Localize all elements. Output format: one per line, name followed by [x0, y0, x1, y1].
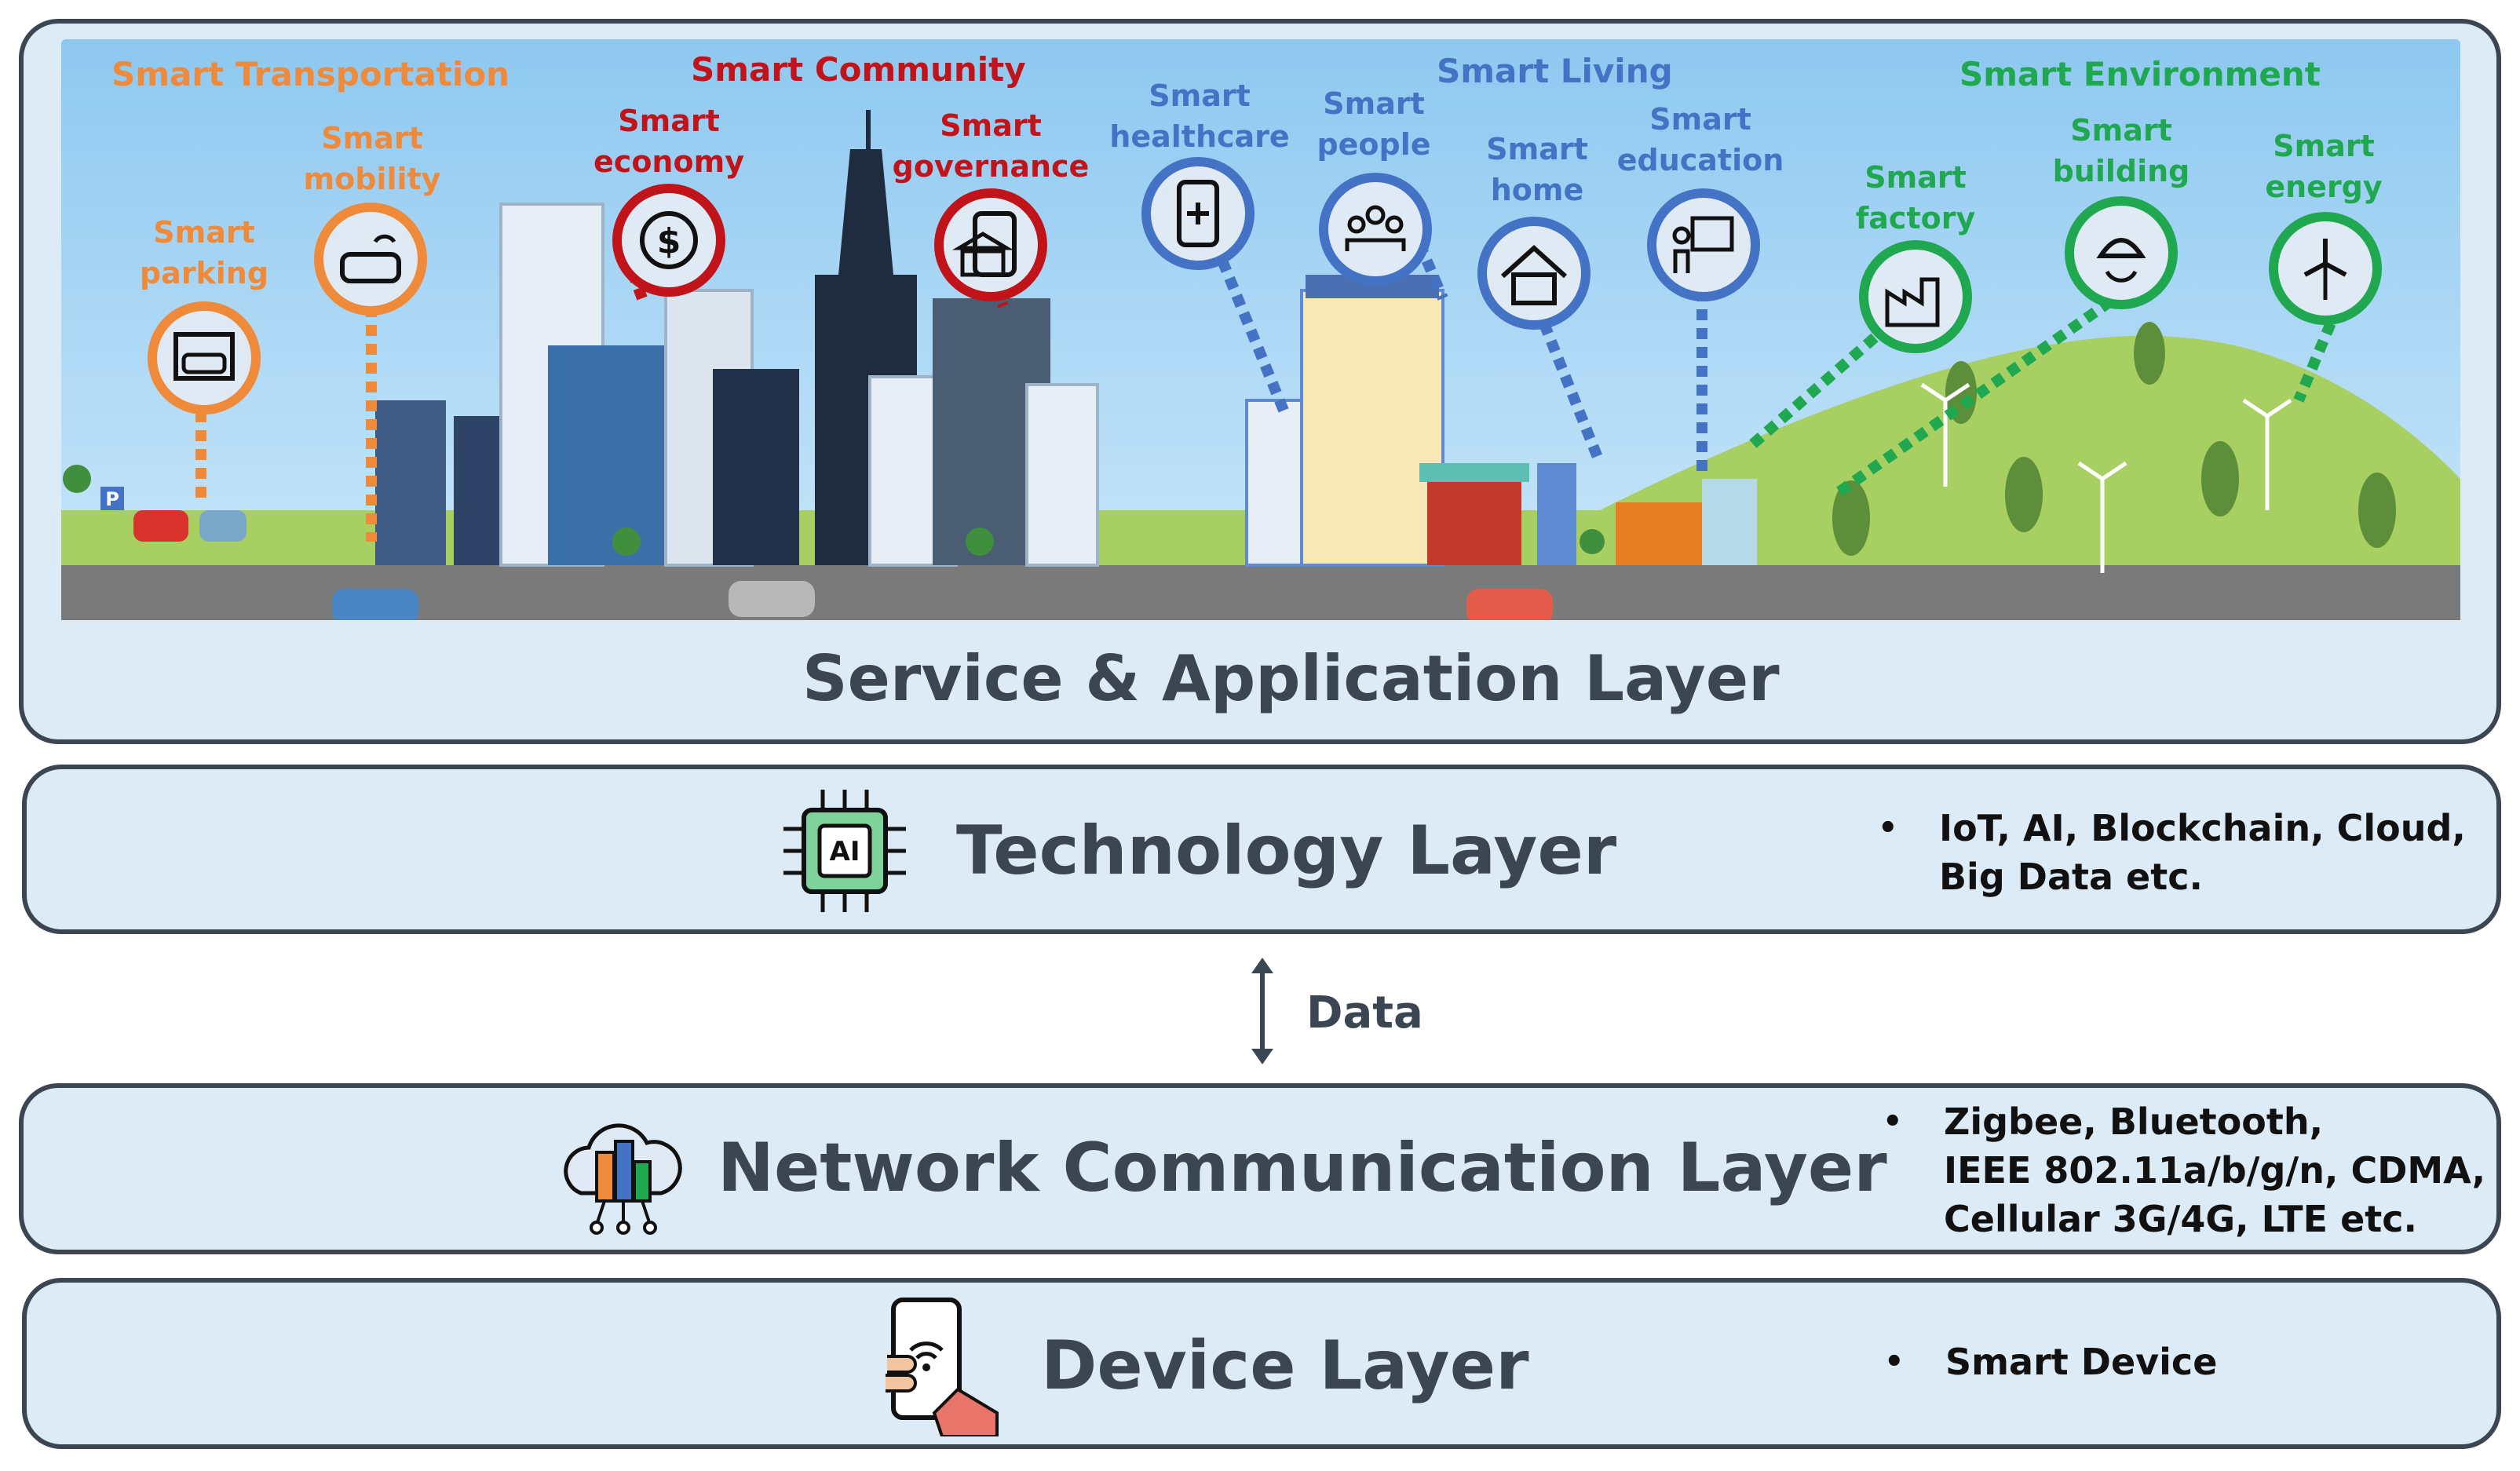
smart-city-illustration: P: [61, 39, 2460, 620]
technology-bullet-line-1: IoT, AI, Blockchain, Cloud,: [1939, 807, 2466, 849]
technology-layer: [22, 765, 2501, 934]
data-label: Data: [1306, 987, 1423, 1038]
connected-car-icon: [314, 203, 427, 316]
factory-icon: [1859, 240, 1972, 353]
device-bullet-line-1: Smart Device: [1945, 1341, 2218, 1383]
network-bullet-line-1: Zigbee, Bluetooth,: [1944, 1101, 2324, 1143]
dollar-cycle-icon: $: [612, 184, 725, 297]
bullet-dot: •: [1884, 1344, 1905, 1380]
technology-bullet-line-2: Big Data etc.: [1939, 856, 2203, 898]
teacher-board-icon: [1647, 188, 1760, 301]
cloud-city-network-icon: [564, 1123, 682, 1235]
category-smart-environment: Smart Environment: [1959, 55, 2321, 93]
data-double-arrow-icon: [1251, 958, 1273, 1064]
smart-home-icon: [1477, 217, 1591, 330]
people-group-icon: [1319, 173, 1432, 286]
technology-layer-title: Technology Layer: [956, 812, 1617, 890]
network-layer-title: Network Communication Layer: [718, 1129, 1887, 1207]
technology-bullets: • IoT, AI, Blockchain, Cloud, Big Data e…: [1878, 804, 2466, 901]
ai-chip-icon: AI: [783, 790, 906, 912]
network-bullet-line-2: IEEE 802.11a/b/g/n, CDMA,: [1944, 1149, 2486, 1192]
network-communication-layer: [19, 1083, 2501, 1254]
svg-text:P: P: [105, 488, 119, 510]
svg-text:$: $: [657, 221, 681, 261]
ai-chip-text: AI: [830, 836, 860, 867]
medical-phone-icon: [1141, 157, 1255, 270]
government-building-icon: [934, 188, 1047, 301]
network-bullet-line-3: Cellular 3G/4G, LTE etc.: [1944, 1198, 2418, 1240]
bullet-dot: •: [1883, 1104, 1903, 1140]
service-layer-title: Service & Application Layer: [802, 642, 1780, 715]
smart-lamp-icon: [2065, 196, 2178, 309]
device-layer-title: Device Layer: [1041, 1327, 1529, 1405]
parking-garage-icon: [148, 301, 261, 414]
wind-energy-icon: [2269, 212, 2382, 325]
category-smart-transportation: Smart Transportation: [111, 55, 510, 93]
hand-smartphone-icon: [886, 1298, 999, 1436]
device-bullets: • Smart Device: [1884, 1338, 2218, 1386]
category-smart-living: Smart Living: [1437, 52, 1673, 90]
network-bullets: • Zigbee, Bluetooth, IEEE 802.11a/b/g/n,…: [1883, 1097, 2486, 1243]
bullet-dot: •: [1878, 810, 1898, 846]
device-layer: [22, 1278, 2501, 1449]
category-smart-community: Smart Community: [691, 50, 1026, 89]
